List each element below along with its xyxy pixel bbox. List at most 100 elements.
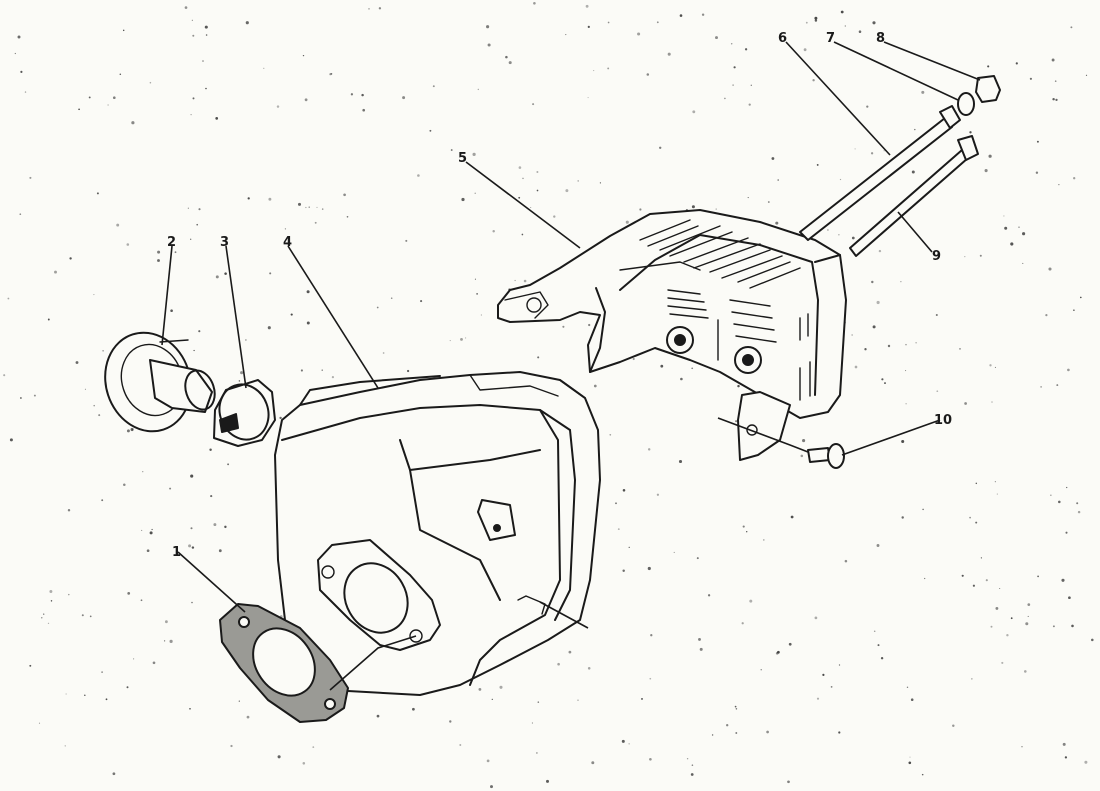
speckle bbox=[565, 189, 569, 193]
speckle bbox=[478, 688, 482, 691]
speckle bbox=[518, 166, 522, 169]
speckle bbox=[872, 21, 876, 25]
speckle bbox=[775, 221, 779, 225]
speckle bbox=[174, 251, 177, 254]
speckle bbox=[1027, 603, 1031, 606]
speckle bbox=[987, 65, 990, 68]
speckle bbox=[777, 179, 780, 181]
speckle bbox=[1064, 756, 1068, 759]
speckle bbox=[532, 103, 535, 106]
speckle bbox=[93, 294, 95, 296]
speckle bbox=[184, 6, 188, 9]
speckle bbox=[979, 254, 982, 257]
speckle bbox=[321, 369, 323, 371]
speckle bbox=[599, 182, 602, 184]
speckle bbox=[715, 208, 717, 210]
speckle bbox=[152, 661, 156, 665]
speckle bbox=[1006, 634, 1009, 637]
speckle bbox=[246, 715, 250, 719]
speckle bbox=[952, 724, 955, 727]
speckle bbox=[101, 671, 103, 673]
speckle bbox=[537, 701, 540, 703]
speckle bbox=[678, 459, 683, 464]
speckle bbox=[204, 25, 208, 29]
speckle bbox=[486, 759, 490, 763]
speckle bbox=[1071, 624, 1074, 628]
speckle bbox=[830, 686, 833, 688]
speckle bbox=[975, 521, 978, 524]
speckle bbox=[988, 154, 992, 158]
speckle bbox=[290, 313, 293, 316]
speckle bbox=[876, 300, 880, 305]
speckle bbox=[1045, 314, 1048, 317]
speckle bbox=[165, 620, 168, 624]
speckle bbox=[343, 193, 346, 197]
speckle bbox=[864, 348, 867, 351]
speckle bbox=[660, 364, 664, 368]
speckle bbox=[692, 110, 696, 114]
speckle bbox=[800, 454, 804, 458]
speckle bbox=[844, 25, 846, 27]
speckle bbox=[459, 744, 462, 746]
speckle bbox=[1077, 510, 1081, 514]
speckle bbox=[730, 43, 733, 45]
speckle bbox=[190, 527, 193, 530]
speckle bbox=[577, 180, 579, 182]
speckle bbox=[188, 544, 192, 548]
speckle bbox=[827, 229, 829, 231]
speckle bbox=[149, 81, 152, 84]
speckle bbox=[376, 714, 380, 718]
callout-9: 9 bbox=[932, 249, 941, 264]
speckle bbox=[1018, 226, 1020, 229]
speckle bbox=[790, 515, 794, 519]
speckle bbox=[1022, 232, 1026, 236]
speckle bbox=[84, 694, 86, 697]
speckle bbox=[112, 772, 116, 776]
speckle bbox=[971, 678, 973, 680]
speckle bbox=[858, 30, 862, 33]
speckle bbox=[814, 16, 818, 20]
speckle bbox=[522, 177, 524, 180]
speckle bbox=[1035, 171, 1039, 174]
speckle bbox=[480, 314, 482, 316]
speckle bbox=[961, 574, 964, 577]
speckle bbox=[972, 584, 976, 587]
speckle bbox=[346, 215, 349, 218]
speckle bbox=[816, 163, 819, 166]
speckle bbox=[546, 779, 549, 783]
speckle bbox=[771, 157, 775, 160]
speckle bbox=[884, 382, 886, 385]
speckle bbox=[593, 70, 595, 72]
speckle bbox=[1058, 500, 1061, 504]
washer-and-nut bbox=[957, 75, 1001, 116]
speckle bbox=[107, 104, 109, 106]
speckle bbox=[996, 493, 998, 495]
speckle bbox=[420, 300, 423, 303]
speckle bbox=[20, 70, 23, 73]
speckle bbox=[617, 528, 620, 531]
speckle bbox=[131, 428, 134, 431]
speckle bbox=[851, 334, 853, 336]
speckle bbox=[632, 357, 635, 361]
speckle bbox=[609, 433, 612, 436]
speckle bbox=[276, 105, 280, 108]
speckle bbox=[647, 448, 651, 451]
speckle bbox=[151, 528, 153, 531]
speckle bbox=[854, 365, 858, 369]
deflector bbox=[104, 331, 216, 433]
speckle bbox=[284, 228, 287, 230]
speckle bbox=[302, 54, 305, 57]
speckle bbox=[417, 174, 420, 177]
speckle bbox=[1048, 267, 1052, 271]
speckle bbox=[514, 279, 516, 282]
speckle bbox=[29, 664, 32, 667]
speckle bbox=[838, 234, 840, 236]
callout-6: 6 bbox=[778, 31, 787, 46]
speckle bbox=[277, 755, 281, 759]
speckle bbox=[537, 356, 540, 359]
speckle bbox=[321, 208, 324, 210]
speckle bbox=[637, 32, 641, 36]
speckle bbox=[508, 61, 512, 65]
speckle bbox=[89, 615, 92, 618]
speckle bbox=[302, 762, 306, 765]
